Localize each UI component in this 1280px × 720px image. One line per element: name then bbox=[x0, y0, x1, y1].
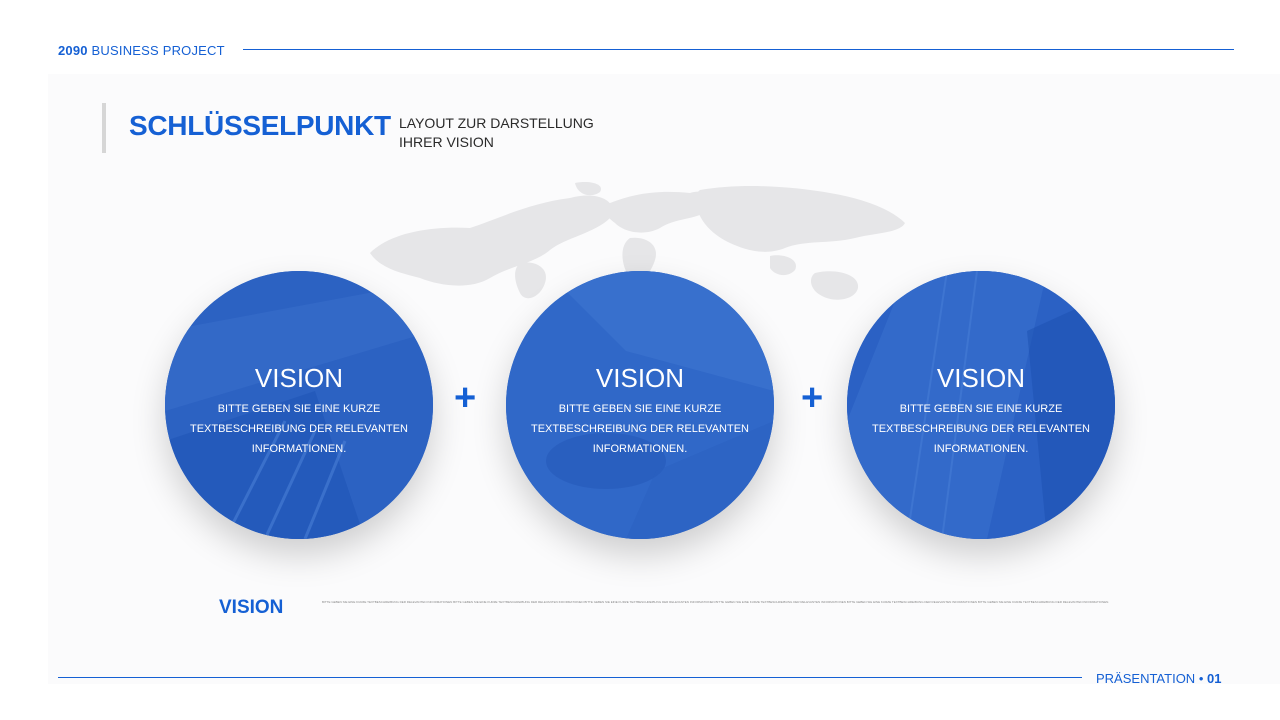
vision-card-2-desc: BITTE GEBEN SIE EINE KURZE TEXTBESCHREIB… bbox=[530, 403, 749, 455]
bottom-vision-text: BITTE GEBEN SIE EINE KURZE TEXTBESCHREIB… bbox=[322, 600, 1110, 604]
vision-card-3-content: VISION BITTE GEBEN SIE EINE KURZE TEXTBE… bbox=[847, 363, 1115, 459]
page-title: SCHLÜSSELPUNKT bbox=[129, 110, 391, 141]
vision-card-2-content: VISION BITTE GEBEN SIE EINE KURZE TEXTBE… bbox=[506, 363, 774, 459]
vision-card-3-title: VISION bbox=[936, 363, 1026, 393]
plus-icon: + bbox=[801, 377, 824, 419]
footer-separator: • bbox=[1198, 671, 1204, 686]
bottom-vision-title: VISION bbox=[219, 597, 284, 618]
vision-card-2: VISION BITTE GEBEN SIE EINE KURZE TEXTBE… bbox=[506, 271, 774, 539]
title-accent-bar bbox=[102, 103, 106, 153]
brand-year: 2090 bbox=[58, 43, 88, 58]
brand-label: 2090 BUSINESS PROJECT bbox=[58, 43, 225, 58]
world-map-icon bbox=[370, 182, 905, 300]
vision-card-2-title: VISION bbox=[595, 363, 685, 393]
vision-card-3-desc: BITTE GEBEN SIE EINE KURZE TEXTBESCHREIB… bbox=[871, 403, 1090, 455]
skyscraper-photo-icon bbox=[847, 271, 1115, 539]
plus-icon: + bbox=[454, 377, 477, 419]
footer-label: PRÄSENTATION • 01 bbox=[1096, 671, 1221, 686]
vision-card-1-desc: BITTE GEBEN SIE EINE KURZE TEXTBESCHREIB… bbox=[189, 403, 408, 455]
page-number: 01 bbox=[1207, 671, 1222, 686]
keyboard-photo-icon bbox=[506, 271, 774, 539]
footer-text: PRÄSENTATION bbox=[1096, 671, 1196, 686]
footer-divider bbox=[58, 677, 1082, 678]
vision-card-1: VISION BITTE GEBEN SIE EINE KURZE TEXTBE… bbox=[165, 271, 433, 539]
vision-card-1-title: VISION bbox=[254, 363, 344, 393]
brand-name: BUSINESS PROJECT bbox=[91, 43, 225, 58]
building-photo-icon bbox=[165, 271, 433, 539]
vision-card-3: VISION BITTE GEBEN SIE EINE KURZE TEXTBE… bbox=[847, 271, 1115, 539]
page-subtitle: LAYOUT ZUR DARSTELLUNG IHRER VISION bbox=[399, 115, 594, 150]
header-divider bbox=[243, 49, 1234, 50]
vision-card-1-content: VISION BITTE GEBEN SIE EINE KURZE TEXTBE… bbox=[165, 363, 433, 459]
